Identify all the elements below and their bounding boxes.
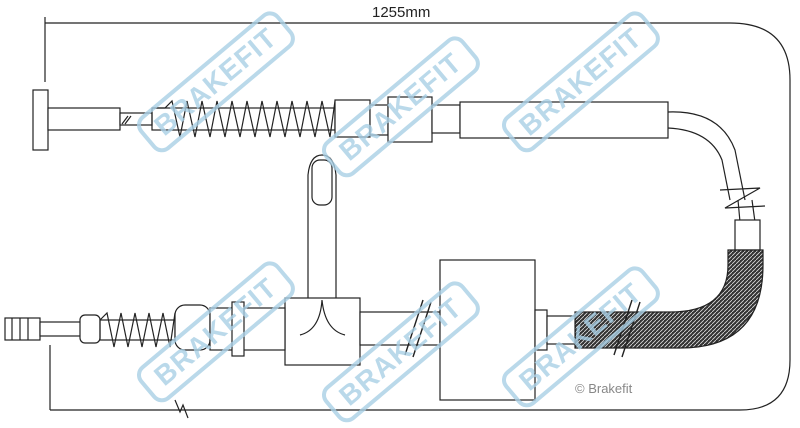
copyright-text: © Brakefit (575, 381, 633, 396)
dimension-label: 1255mm (372, 4, 431, 21)
top-sleeve (459, 101, 669, 139)
center-housing (439, 259, 536, 401)
curved-cable (667, 111, 746, 201)
dimension-line (44, 17, 791, 411)
bottom-bellows (99, 311, 176, 348)
t-handle (32, 89, 49, 151)
braided-hose (574, 249, 764, 349)
